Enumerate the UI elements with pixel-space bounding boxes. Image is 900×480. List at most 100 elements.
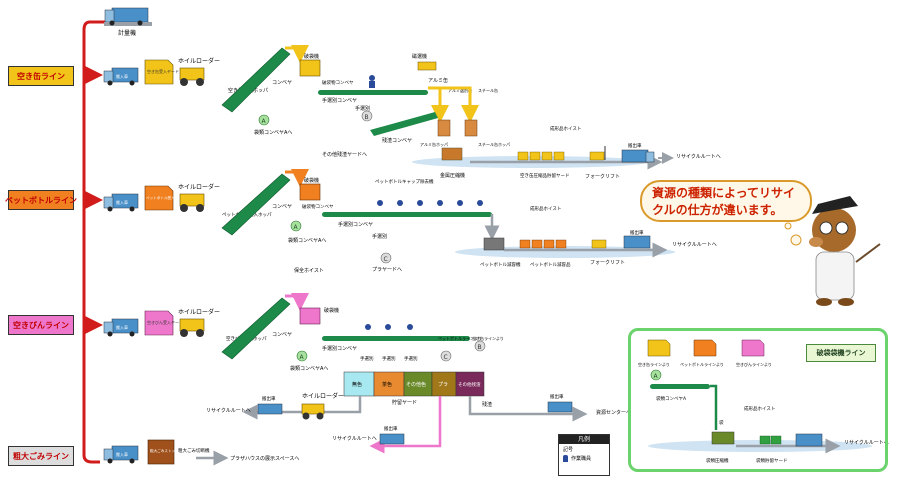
bottle-to-crusher-conv: 袋類コンベヤAへ [290, 365, 328, 372]
bulky-cut-label: 粗大ごみ切断機 [178, 447, 210, 454]
can-hoist-label: 成形品ホイスト [550, 125, 581, 132]
bottle-residue-label: 残渣 [482, 401, 492, 408]
bin-brown-label: 茶色 [382, 381, 392, 388]
bottle-delivery-truck-icon [547, 401, 573, 413]
bottle-marker-b [474, 340, 486, 352]
bottle-to-recycle-1: リサイクルルートへ [206, 408, 251, 414]
mole-professor-mascot [784, 196, 881, 306]
pet-hand-sort-belt [322, 212, 492, 217]
red-distribution-route [82, 20, 110, 464]
can-workers [369, 75, 375, 88]
pet-to-plastic: プラヤードへ [372, 267, 402, 273]
bottle-gray-route-left [242, 396, 362, 420]
pet-crusher-conv-label: 破袋物コンベヤ [302, 203, 334, 210]
legend-symbol: 記号 [563, 447, 574, 453]
bottle-from-pet-label: ペットボトルラインより [438, 335, 482, 341]
can-press-box [441, 147, 463, 161]
can-loader-icon [179, 67, 205, 86]
scale-label: 計量機 [118, 29, 136, 37]
can-hand-sort-belt [318, 90, 428, 95]
can-aluminum-hopper [437, 119, 451, 137]
pet-incline-conveyor [221, 173, 291, 236]
bottle-truck-icon [103, 318, 139, 337]
can-crusher-box [299, 59, 321, 77]
crusher-from-pet-icon [693, 339, 717, 357]
bottle-workers [365, 324, 413, 330]
bottle-incline-conveyor [221, 297, 291, 360]
bottle-yard-label: 空きびん受入ヤード [147, 319, 183, 325]
pet-yard-box [144, 185, 174, 211]
bulky-truck-label: 搬入車 [116, 451, 128, 457]
pet-crusher-label: 破袋機 [304, 177, 319, 184]
pet-workers [377, 200, 483, 206]
bottle-out-truck1-label: 搬出車 [262, 395, 276, 402]
pet-conveyor-label: コンベヤ [272, 204, 292, 210]
pet-forklift-icon [591, 239, 607, 249]
pet-marker-c-label: C [384, 256, 388, 263]
pet-to-crusher-conv: 袋類コンベヤAへ [288, 237, 326, 244]
legend-worker-label: 作業職員 [571, 456, 592, 462]
bottle-out-truck1-icon [257, 403, 283, 415]
crusher-from-bottle-label: 空きびんラインより [736, 361, 772, 367]
can-storage-label: 空き缶圧縮品貯留ヤード [520, 172, 570, 179]
crusher-press-box [711, 431, 735, 445]
pet-hand-sort-label: 手選別 [372, 233, 387, 240]
bottle-delivery-truck-label: 搬出車 [550, 393, 564, 400]
pet-yard-label: ペットボトル受入ヤード [146, 195, 186, 200]
pet-out-truck-icon [623, 235, 651, 249]
crusher-conv-belt [650, 384, 710, 389]
bottle-truck-label: 搬入車 [116, 324, 128, 330]
can-marker-a-label: A [262, 118, 267, 125]
bulky-yard-label: 粗大ごみストックヤード [150, 448, 190, 453]
bottle-yard-box [144, 310, 174, 336]
line-label-bottle: 空きびんライン [8, 315, 74, 335]
bottle-pink-route-down [369, 396, 442, 454]
pet-orange-route-top [285, 169, 309, 187]
pet-truck-label: 搬入車 [116, 199, 128, 205]
pet-hand-sort-conv-label: 手選別コンベヤ [338, 221, 373, 228]
bottle-marker-c [440, 350, 452, 362]
pet-storage-bales [519, 239, 567, 249]
crusher-storage-label: 袋類貯留ヤード [756, 457, 788, 464]
can-aluminum-sorter-label: アルミ選別機 [448, 87, 472, 93]
worker-icon [563, 455, 568, 462]
crusher-line-title: 破袋袋機ライン [806, 344, 876, 362]
bottle-hand-sort-1: 手選別 [360, 355, 374, 362]
bin-plastic-label: プラ [438, 382, 448, 388]
pet-hoist-label: 成形品ホイスト [530, 205, 561, 212]
bottle-hoist-label: 保全ホイスト [294, 267, 324, 274]
crusher-press-label: 袋類圧縮機 [706, 457, 729, 464]
legend: 凡例 記号 作業職員 [558, 434, 610, 476]
can-incline-conveyor [221, 47, 291, 113]
pet-out-truck-label: 搬出車 [630, 229, 644, 236]
bottle-loader-icon [179, 318, 205, 337]
can-to-recycle-label: リサイクルルートへ [676, 154, 721, 160]
can-storage-bales [517, 151, 565, 161]
bulky-truck-icon [103, 445, 139, 464]
bottle-from-can-label: 空き缶ラインより [472, 335, 504, 341]
can-yellow-route-top [285, 45, 309, 63]
bottle-marker-c-label: C [444, 354, 448, 361]
bottle-marker-a [296, 350, 308, 362]
can-residue-conveyor [370, 112, 438, 136]
bin-other-label: その他色 [406, 381, 426, 388]
can-residue-conv-label: 残渣コンベヤ [382, 137, 412, 144]
pet-cap-label: ペットボトルキャップ除去機 [375, 178, 434, 185]
bulky-to-plastic-space: プラザハウスの展示スペースへ [230, 455, 299, 462]
crusher-marker-a-label: A [654, 373, 659, 380]
pet-loader-label: ホイルローダー [178, 183, 220, 191]
can-out-truck-label: 搬出車 [628, 142, 642, 149]
bottle-hand-sort-2: 手選別 [382, 355, 396, 362]
can-magnet-label: 磁選機 [412, 53, 427, 60]
scale-truck-icon [104, 7, 152, 26]
bottle-marker-a-label: A [300, 354, 305, 361]
crusher-conv-a-label: 袋類コンベヤA [656, 395, 687, 402]
can-steel-label: スチール缶 [478, 87, 498, 93]
line-label-pet: ペットボトルライン [5, 190, 77, 210]
bottle-loader-label: ホイルローダー [178, 308, 220, 316]
crusher-from-can-icon [647, 339, 671, 357]
can-to-crusher-conv: 袋類コンベヤAへ [254, 129, 292, 136]
can-steel-hopper [464, 119, 478, 137]
bottle-to-center-label: 資源センターへ [596, 409, 631, 416]
pet-press-label: ペットボトル減容機 [480, 261, 521, 268]
